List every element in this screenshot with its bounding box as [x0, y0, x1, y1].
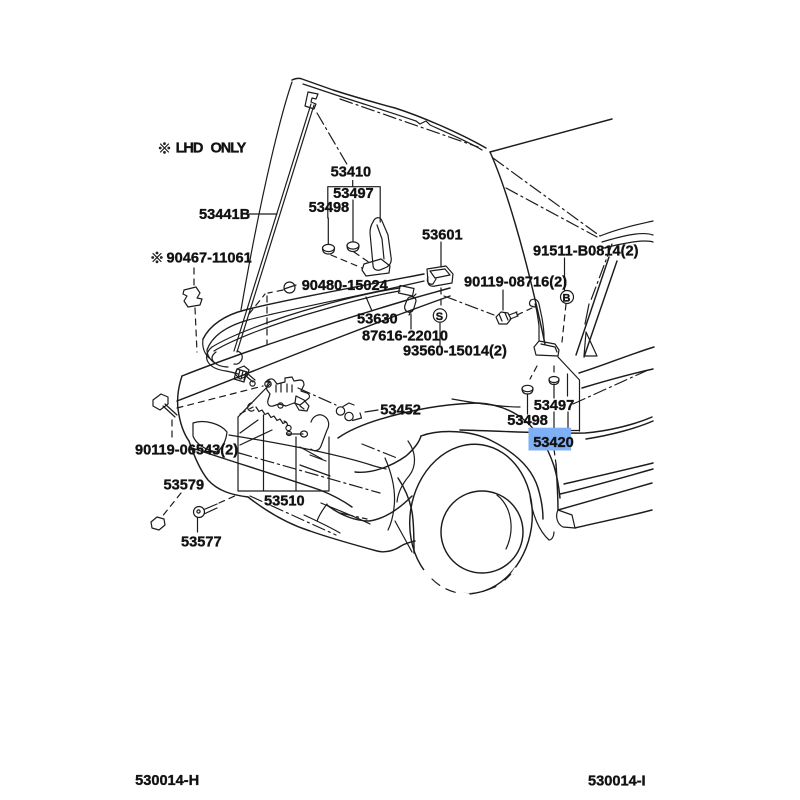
- svg-text:53498: 53498: [309, 200, 350, 216]
- svg-text:53420: 53420: [533, 435, 574, 451]
- svg-text:53601: 53601: [422, 228, 463, 244]
- svg-text:90119-08716(2): 90119-08716(2): [464, 275, 567, 291]
- svg-text:53452: 53452: [380, 403, 421, 419]
- svg-text:530014-I: 530014-I: [588, 774, 646, 790]
- svg-text:53497: 53497: [534, 398, 575, 414]
- svg-text:53630: 53630: [357, 312, 398, 328]
- svg-text:87616-22010: 87616-22010: [362, 329, 448, 345]
- svg-text:53577: 53577: [181, 535, 222, 551]
- svg-text:90480-15024: 90480-15024: [302, 278, 389, 294]
- svg-text:ONLY: ONLY: [211, 141, 247, 157]
- svg-text:93560-15014(2): 93560-15014(2): [403, 344, 507, 360]
- svg-text:53579: 53579: [164, 478, 205, 494]
- svg-text:90119-06543(2): 90119-06543(2): [135, 443, 238, 459]
- svg-text:53410: 53410: [331, 165, 372, 181]
- svg-text:S: S: [436, 311, 443, 323]
- svg-text:53441B: 53441B: [199, 207, 250, 223]
- svg-text:53498: 53498: [507, 413, 548, 429]
- svg-text:53497: 53497: [333, 186, 374, 202]
- svg-text:90467-11061: 90467-11061: [167, 251, 252, 267]
- svg-text:LHD: LHD: [176, 141, 203, 157]
- svg-text:53510: 53510: [264, 494, 305, 510]
- svg-text:B: B: [563, 293, 571, 305]
- svg-text:91511-B0814(2): 91511-B0814(2): [533, 244, 639, 260]
- svg-text:530014-H: 530014-H: [135, 773, 199, 789]
